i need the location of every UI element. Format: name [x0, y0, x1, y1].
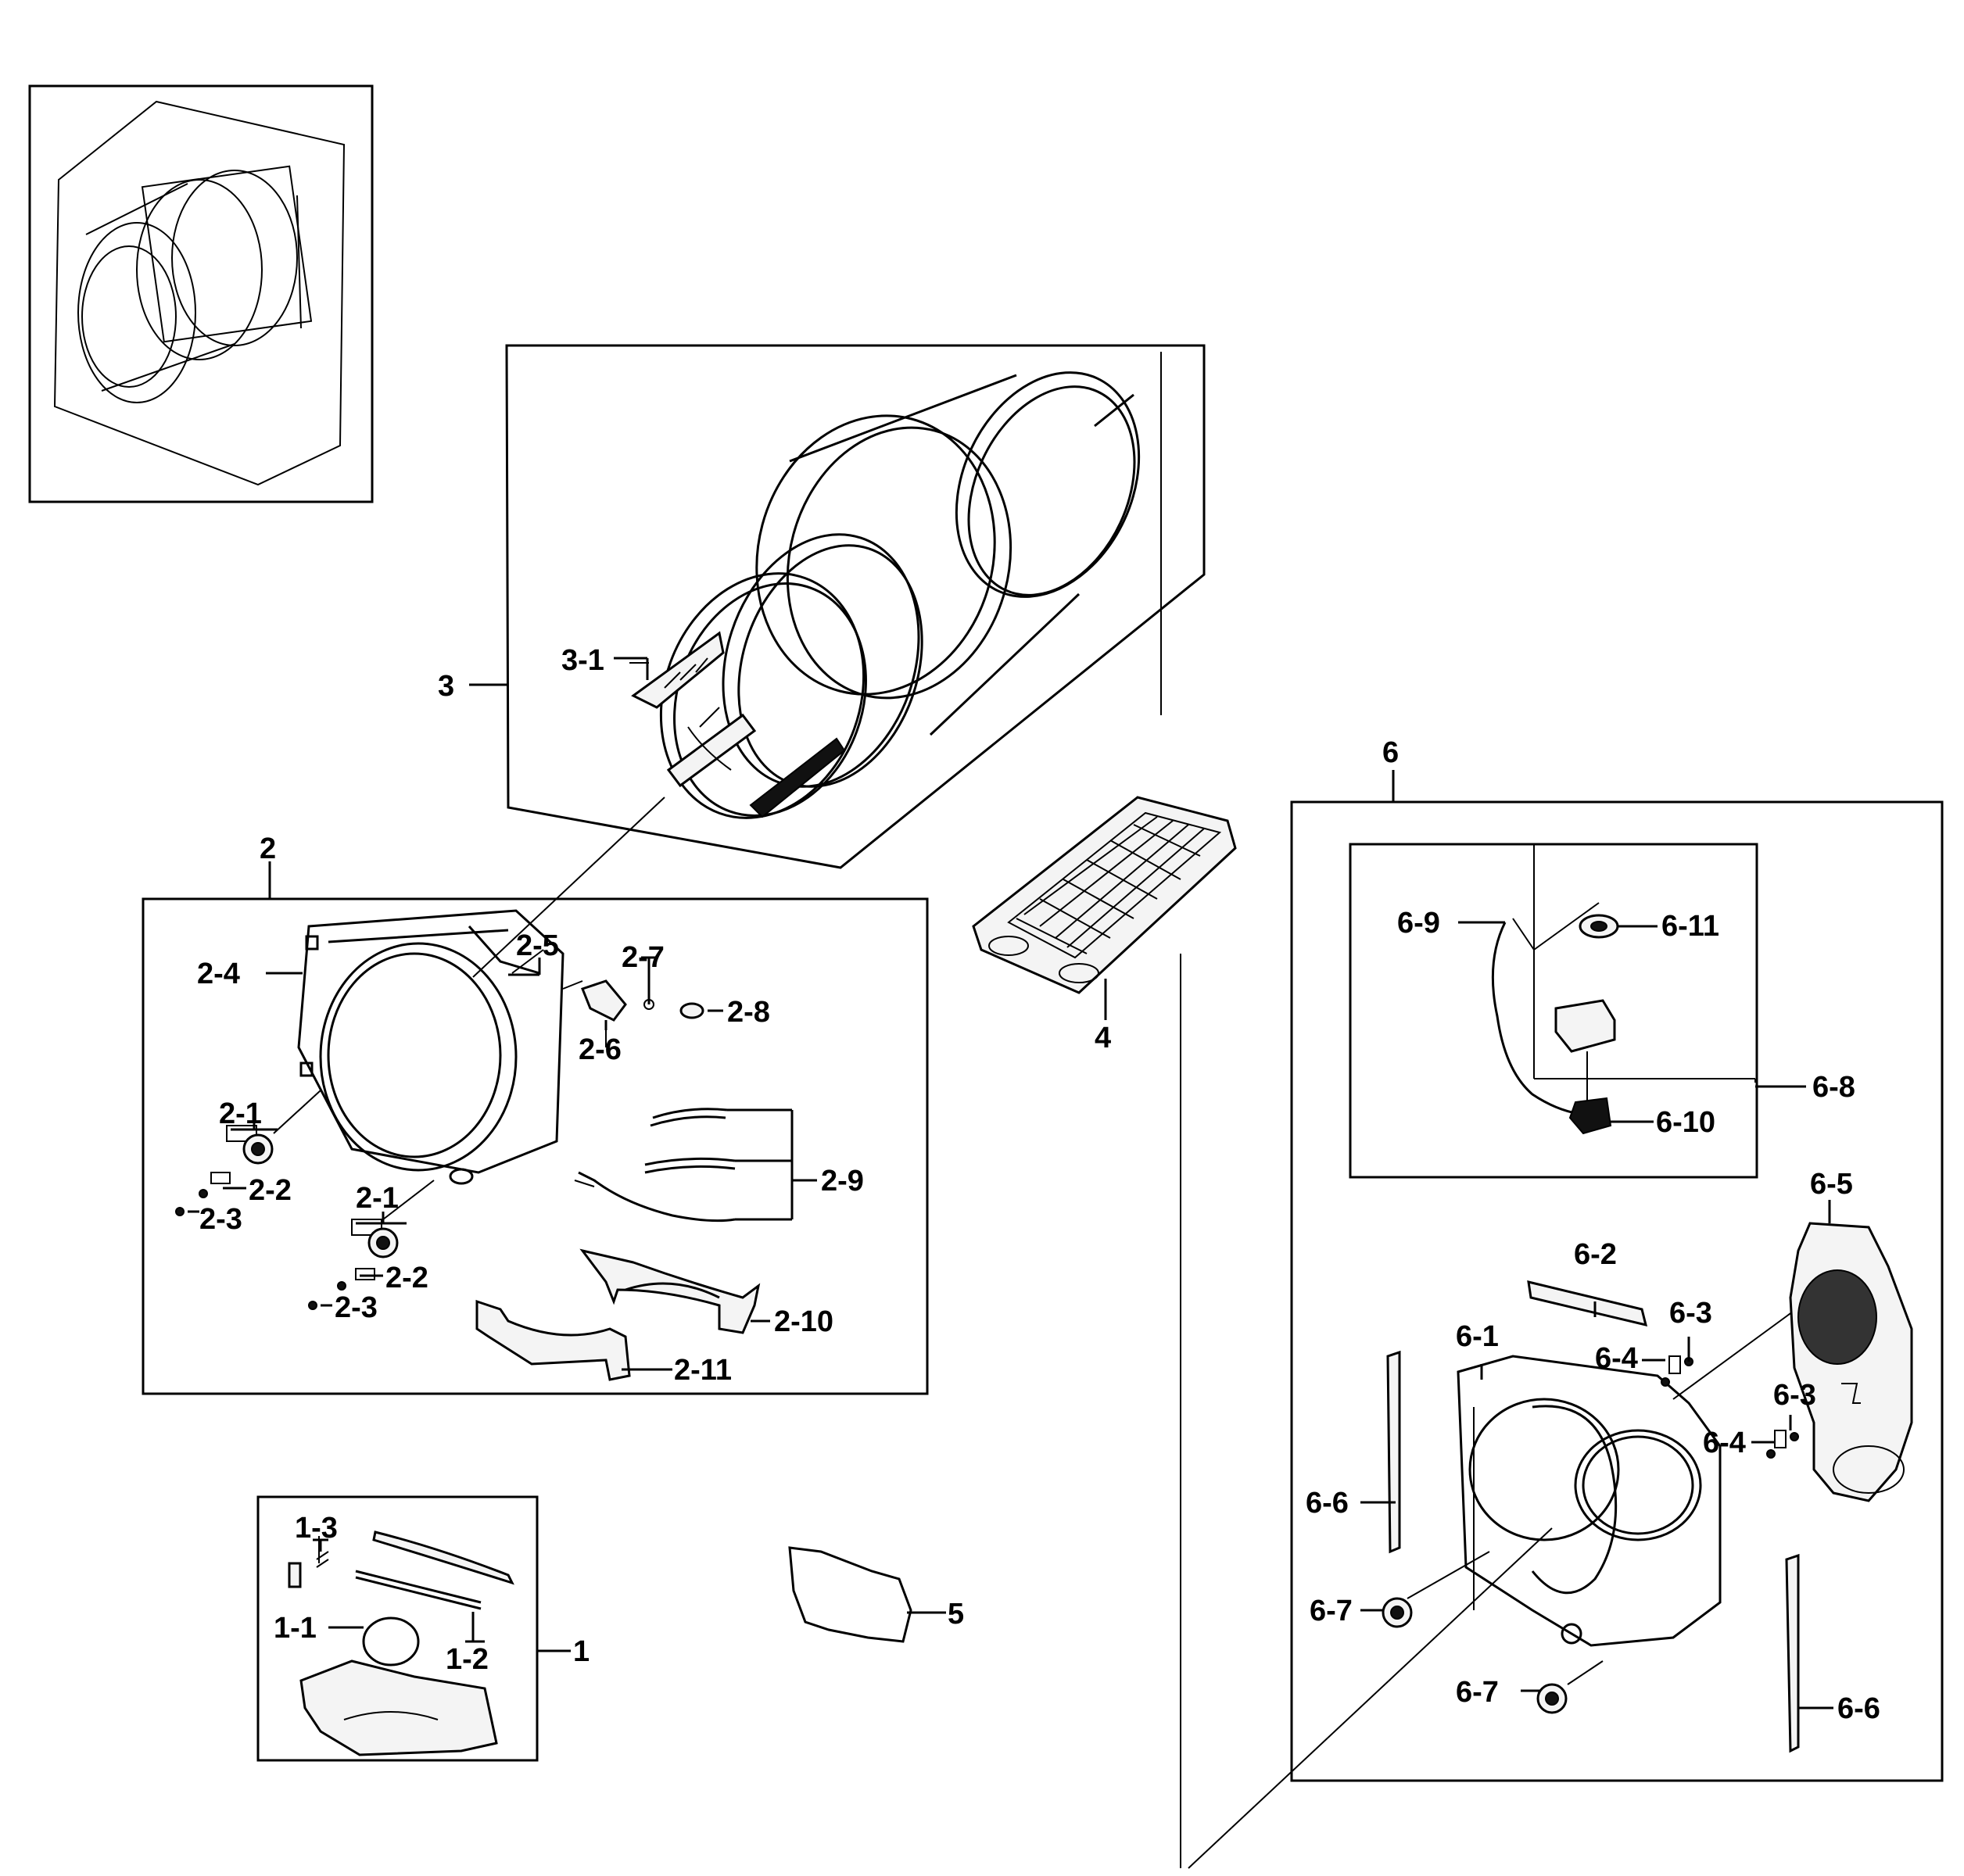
- callout-2-6: 2-6: [579, 1033, 622, 1066]
- callout-2: 2: [260, 832, 276, 865]
- door-lock: [581, 979, 627, 1022]
- callout-1-1: 1-1: [274, 1612, 317, 1645]
- callout-2-7: 2-7: [622, 941, 665, 974]
- callout-1: 1: [573, 1635, 590, 1668]
- callout-2-4: 2-4: [197, 958, 240, 990]
- callout-6-7a: 6-7: [1310, 1595, 1353, 1627]
- callout-6-3b: 6-3: [1773, 1379, 1816, 1412]
- group-4-filter: [972, 796, 1237, 1020]
- callout-5: 5: [948, 1598, 964, 1631]
- leader-lines: [188, 657, 1833, 1710]
- callout-2-1b: 2-1: [356, 1182, 399, 1215]
- callout-2-11: 2-11: [674, 1354, 732, 1387]
- group-6-rear: [1180, 770, 1944, 1869]
- callout-2-2a: 2-2: [249, 1174, 292, 1207]
- callout-6-10: 6-10: [1656, 1106, 1715, 1139]
- callout-6-6a: 6-6: [1306, 1487, 1349, 1520]
- group-2-front-frame: [142, 861, 929, 1395]
- callout-6-9: 6-9: [1397, 907, 1440, 940]
- callout-6: 6: [1382, 736, 1399, 769]
- callout-6-1: 6-1: [1456, 1320, 1499, 1353]
- callout-1-2: 1-2: [446, 1643, 489, 1676]
- group-1: [256, 1495, 571, 1762]
- callout-3: 3: [438, 670, 454, 703]
- callout-3-1: 3-1: [561, 644, 604, 677]
- callout-2-2b: 2-2: [385, 1262, 428, 1294]
- drum-baffle: [749, 737, 846, 818]
- callout-6-7b: 6-7: [1456, 1676, 1499, 1709]
- drum-baffle: [631, 631, 725, 709]
- callout-6-6b: 6-6: [1837, 1692, 1880, 1725]
- group-5-gasket: [788, 1546, 946, 1643]
- callout-2-3a: 2-3: [199, 1203, 242, 1236]
- callout-6-3a: 6-3: [1669, 1297, 1712, 1330]
- callout-6-4b: 6-4: [1703, 1427, 1746, 1459]
- callout-2-10: 2-10: [774, 1305, 833, 1338]
- callout-1-3: 1-3: [295, 1512, 338, 1545]
- callout-6-2: 6-2: [1574, 1238, 1617, 1271]
- callout-6-11: 6-11: [1661, 910, 1719, 943]
- callout-2-9: 2-9: [821, 1165, 864, 1198]
- callout-2-8: 2-8: [727, 996, 770, 1029]
- callout-labels: 3 3-1 4 2 2-4 2-5 2-7 2-8 2-6 2-1 2-2 2-…: [197, 644, 1880, 1725]
- callout-2-1a: 2-1: [219, 1097, 262, 1130]
- callout-4: 4: [1095, 1022, 1111, 1054]
- callout-6-4a: 6-4: [1595, 1342, 1638, 1375]
- callout-6-5: 6-5: [1810, 1168, 1853, 1201]
- sensor: [1554, 999, 1616, 1053]
- callout-2-3b: 2-3: [335, 1291, 378, 1324]
- drum-baffle: [666, 713, 757, 788]
- callout-2-5: 2-5: [516, 929, 559, 962]
- group-3-drum: [469, 344, 1206, 978]
- overview-inset: [28, 84, 374, 503]
- callout-6-8: 6-8: [1812, 1071, 1855, 1104]
